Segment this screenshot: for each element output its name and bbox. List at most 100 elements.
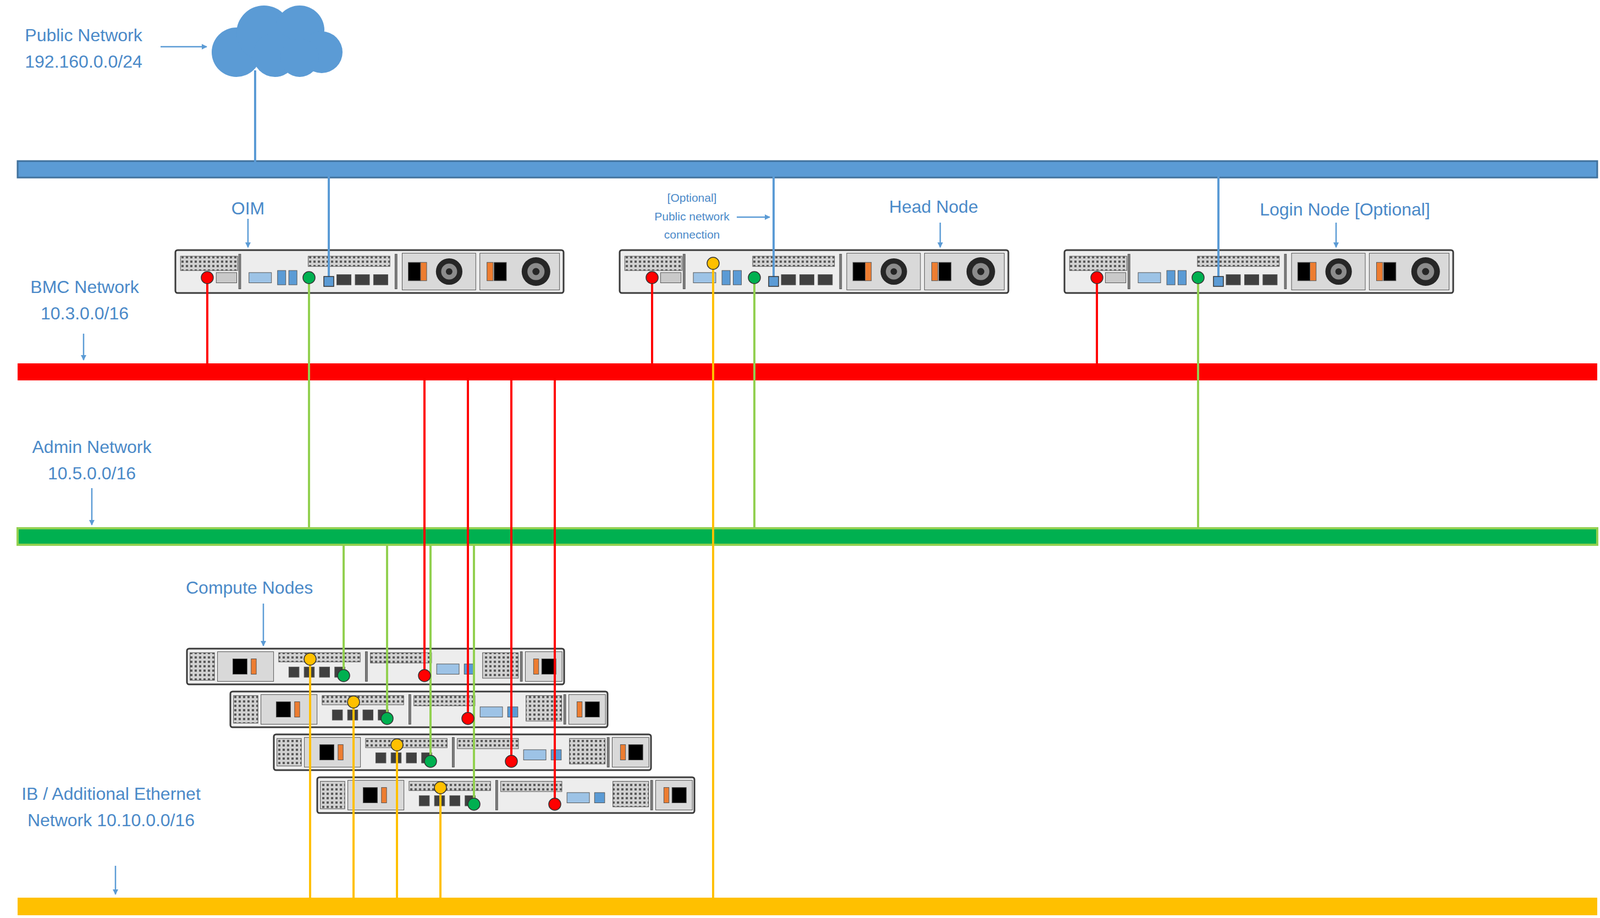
server-part — [494, 262, 507, 281]
fan — [966, 257, 996, 286]
server-part — [663, 787, 669, 804]
network-node: Login Node [Optional] — [1064, 250, 1454, 294]
ib-network-bar — [17, 897, 1598, 916]
server-part — [569, 738, 606, 764]
ib-port — [304, 653, 317, 666]
fan — [977, 268, 985, 276]
server-part — [839, 254, 842, 289]
admin-port — [381, 712, 394, 725]
server-part — [487, 262, 494, 281]
bmc-port — [1090, 271, 1103, 284]
bmc-wire — [466, 380, 470, 719]
network-link — [255, 70, 329, 251]
server-part — [406, 752, 417, 764]
network-link — [423, 380, 426, 649]
bmc-port — [418, 669, 431, 682]
server-part — [550, 749, 562, 761]
server-part — [251, 659, 257, 675]
node-label: Login Node [Optional] — [1259, 196, 1431, 223]
server-part — [655, 780, 693, 811]
network-node: Compute Nodes — [186, 648, 565, 685]
server-part — [277, 270, 286, 285]
server-part — [566, 792, 590, 804]
server-part — [249, 272, 272, 284]
server-part — [500, 781, 562, 792]
cloud-shape — [280, 38, 319, 77]
fan — [532, 268, 540, 276]
admin-port — [467, 798, 480, 811]
network-node: OIM — [175, 250, 564, 294]
public-port — [323, 276, 334, 287]
node-label: Public Network 192.160.0.0/24 — [12, 21, 156, 75]
server-chassis — [273, 734, 651, 771]
server-part — [308, 256, 391, 267]
server-part — [337, 274, 352, 286]
bmc-port — [548, 798, 561, 811]
server-part — [394, 254, 397, 289]
bmc-port — [461, 712, 474, 725]
server-part — [526, 695, 562, 721]
server-chassis — [317, 777, 695, 814]
leader-arrow — [736, 216, 770, 219]
server-part — [818, 274, 833, 286]
server-part — [613, 781, 649, 807]
server-part — [1138, 272, 1161, 284]
ib-port — [390, 738, 404, 752]
bmc-port — [201, 271, 214, 284]
server-part — [520, 652, 523, 682]
server-part — [480, 707, 503, 718]
server-part — [1226, 274, 1241, 286]
server-part — [865, 262, 872, 281]
leader-arrow — [91, 488, 93, 526]
server-part — [373, 274, 388, 286]
fan — [1335, 268, 1343, 275]
server-part — [365, 738, 448, 748]
server-part — [1284, 254, 1287, 289]
server-part — [1383, 262, 1397, 281]
network-link — [650, 293, 654, 364]
leader-arrow — [262, 603, 265, 647]
server-part — [288, 270, 297, 285]
server-part — [375, 752, 386, 764]
ib-port — [434, 781, 447, 794]
bmc-network-bar — [17, 363, 1598, 381]
admin-port — [337, 669, 350, 682]
server-part — [348, 780, 405, 811]
server-part — [233, 695, 259, 724]
server-part — [585, 702, 600, 718]
admin-wire — [429, 544, 432, 762]
fan — [880, 258, 908, 285]
server-part — [682, 254, 686, 289]
server-part — [1127, 254, 1130, 289]
server-part — [322, 695, 404, 705]
bmc-port — [646, 271, 659, 284]
server-part — [238, 254, 241, 289]
admin-wire — [472, 544, 476, 805]
node-label: Head Node — [889, 193, 979, 220]
fan — [972, 262, 990, 280]
server-part — [217, 652, 274, 682]
network-node: Public Network 192.160.0.0/24 — [208, 5, 342, 71]
network-link — [753, 293, 756, 529]
server-part — [525, 652, 563, 682]
server-part — [409, 781, 491, 791]
server-part — [752, 256, 835, 267]
callout-note: [Optional] Public network connection — [652, 188, 732, 245]
server-part — [180, 256, 238, 271]
server-part — [414, 695, 476, 706]
server-part — [1291, 253, 1366, 291]
node-label: Compute Nodes — [185, 574, 313, 601]
server-part — [370, 652, 432, 664]
network-node: IB / Additional Ethernet Network 10.10.0… — [17, 897, 1598, 916]
server-part — [1369, 253, 1449, 291]
server-chassis — [1064, 250, 1454, 294]
server-part — [365, 652, 368, 682]
network-link — [342, 544, 345, 649]
server-part — [612, 737, 650, 768]
network-node: Admin Network 10.5.0.0/16 — [17, 528, 1598, 545]
server-part — [278, 652, 361, 662]
node-label: OIM — [231, 195, 265, 222]
server-chassis — [230, 691, 608, 728]
network-link — [307, 293, 311, 529]
